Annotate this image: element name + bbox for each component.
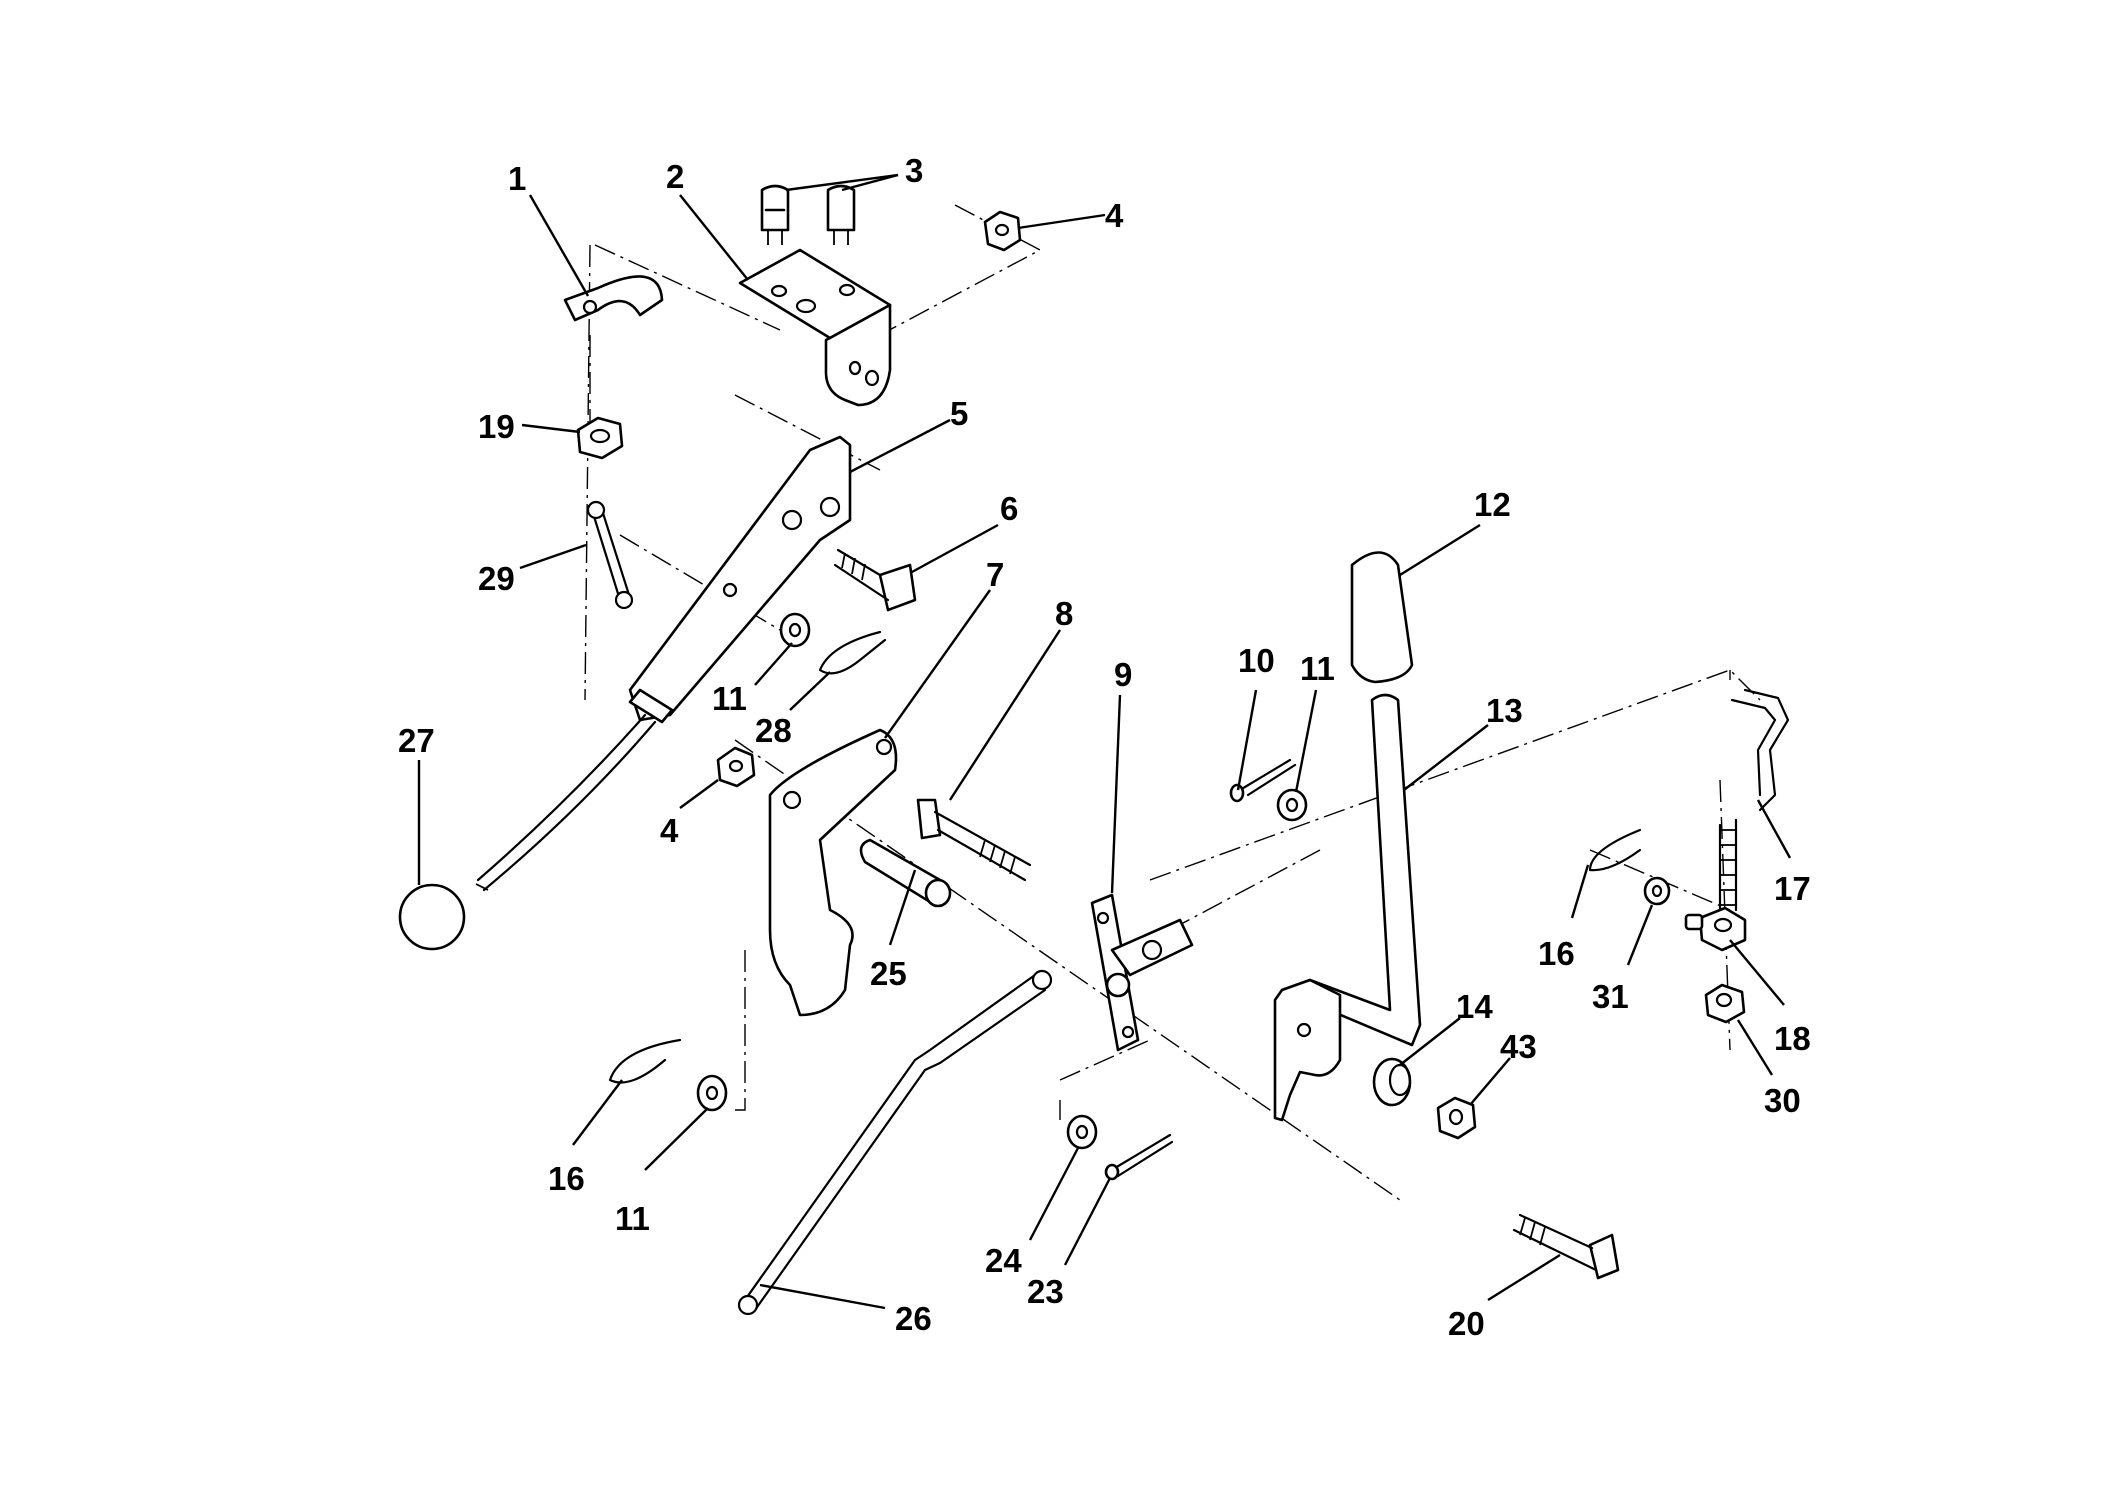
part-10-pin: [1229, 758, 1297, 803]
callout-2: 2: [666, 158, 684, 195]
part-13-lever: [1273, 693, 1422, 1122]
part-7-bracket: [768, 728, 898, 1017]
part-18-swivel: [1684, 906, 1747, 952]
callout-11-a: 11: [712, 680, 747, 717]
part-3-bolts: [760, 184, 856, 245]
callout-25: 25: [870, 955, 907, 992]
part-9-plate: [1090, 893, 1194, 1052]
callout-4-top: 4: [1105, 197, 1124, 234]
part-11-washer-a: [779, 612, 811, 648]
callout-17: 17: [1774, 870, 1811, 907]
part-23-pin: [1104, 1133, 1174, 1181]
part-19-nut: [576, 416, 624, 460]
callout-18: 18: [1774, 1020, 1811, 1057]
leader-lines: [417, 173, 1792, 1310]
alignment-lines: [584, 204, 1761, 1201]
callout-11-c: 11: [615, 1200, 650, 1237]
callout-1: 1: [508, 160, 526, 197]
callout-20: 20: [1448, 1305, 1485, 1342]
part-1-clip: [563, 275, 664, 322]
callout-14: 14: [1456, 988, 1493, 1025]
callout-16-b: 16: [548, 1160, 585, 1197]
callout-11-b: 11: [1300, 650, 1335, 687]
callout-29: 29: [478, 560, 515, 597]
part-11-washer-c: [696, 1074, 728, 1112]
part-6-bolt: [833, 548, 917, 612]
part-16-clip-a: [1588, 828, 1642, 872]
callout-23: 23: [1027, 1273, 1064, 1310]
part-14-bushing: [1372, 1057, 1412, 1107]
callout-4-b: 4: [660, 812, 679, 849]
callout-31: 31: [1592, 978, 1629, 1015]
part-24-washer: [1066, 1114, 1098, 1150]
part-4-nut-top: [983, 210, 1022, 252]
part-28-hairpin: [818, 630, 887, 675]
part-43-nut: [1436, 1096, 1477, 1140]
part-12-grip: [1350, 551, 1414, 684]
callout-24: 24: [985, 1242, 1022, 1279]
part-5-lever-arm: [475, 435, 852, 892]
callout-16-a: 16: [1538, 935, 1575, 972]
callout-28: 28: [755, 712, 792, 749]
part-26-rod: [737, 969, 1053, 1316]
part-30-nut: [1704, 983, 1746, 1024]
callout-26: 26: [895, 1300, 932, 1337]
part-16-clip-b: [608, 1038, 682, 1084]
part-25-spacer: [859, 838, 952, 908]
callout-10: 10: [1238, 642, 1275, 679]
callout-3: 3: [905, 152, 923, 189]
part-8-bolt: [916, 798, 1032, 882]
callout-8: 8: [1055, 595, 1073, 632]
callout-9: 9: [1114, 656, 1132, 693]
callout-27: 27: [398, 722, 435, 759]
part-27-knob: [398, 883, 466, 951]
part-2-bracket: [738, 248, 892, 407]
part-29-link: [586, 500, 634, 610]
part-31-washer: [1643, 876, 1671, 906]
callout-43: 43: [1500, 1028, 1537, 1065]
callout-13: 13: [1486, 692, 1523, 729]
part-11-washer-b: [1276, 788, 1308, 822]
callout-19: 19: [478, 408, 515, 445]
part-17-rod: [1718, 688, 1790, 912]
callout-30: 30: [1764, 1082, 1801, 1119]
part-20-bolt: [1512, 1213, 1620, 1280]
part-4-nut-b: [716, 746, 756, 788]
callout-labels: 1 2 3 4 19 5 6 29 7 11 28 8 27 4 9 10 11…: [398, 152, 1811, 1342]
callout-7: 7: [986, 556, 1004, 593]
callout-12: 12: [1474, 486, 1511, 523]
callout-6: 6: [1000, 490, 1018, 527]
callout-5: 5: [950, 395, 968, 432]
